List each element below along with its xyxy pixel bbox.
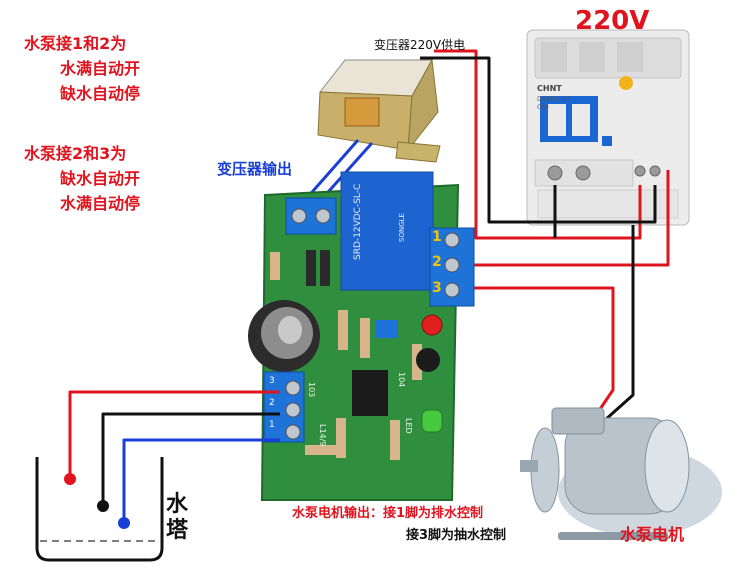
breaker-rating: C63 <box>537 104 549 111</box>
silk-l14-9: L14/9 <box>318 424 327 446</box>
transformer-output-label: 变压器输出 <box>217 160 293 178</box>
relay-terminal-1: 1 <box>432 229 442 245</box>
circuit-breaker <box>526 29 690 226</box>
relay-terminal-2: 2 <box>432 254 442 270</box>
controller-board <box>248 171 475 501</box>
sensor-terminal-2: 2 <box>269 398 275 408</box>
mode2-line3: 水满自动停 <box>60 194 141 213</box>
mode1-line1: 水泵接1和2为 <box>24 34 127 53</box>
mode1-line2: 水满自动开 <box>60 59 141 78</box>
pump-motor <box>520 407 722 540</box>
silk-led: LED <box>404 418 413 434</box>
breaker-brand: CHNT <box>537 84 562 93</box>
sensor-terminal-3: 3 <box>269 376 275 386</box>
silk-104: 104 <box>397 372 406 387</box>
silk-103: 103 <box>307 382 316 397</box>
mode2-line2: 缺水自动开 <box>60 169 141 188</box>
mode1-line3: 缺水自动停 <box>60 84 141 103</box>
pump-label: 水泵电机 <box>620 525 685 544</box>
relay-terminal-3: 3 <box>432 280 442 296</box>
relay-model: SRD-12VDC-SL-C <box>353 184 363 260</box>
pump-output-line1: 水泵电机输出：接1脚为排水控制 <box>292 506 484 521</box>
sensor-terminal-1: 1 <box>269 420 275 430</box>
relay-brand: SONGLE <box>398 213 406 242</box>
mode2-line1: 水泵接2和3为 <box>24 144 127 163</box>
probe-high-dot <box>64 473 76 485</box>
transformer <box>317 58 441 163</box>
pump-output-line2: 接3脚为抽水控制 <box>406 528 507 543</box>
tower-label-bottom: 塔 <box>166 518 189 543</box>
probe-common-dot <box>97 500 109 512</box>
mains-wires <box>420 49 670 422</box>
voltage-label: 220V <box>575 6 650 36</box>
sensor-wires <box>68 390 280 522</box>
breaker-model: DZ47LE-63 <box>537 96 570 103</box>
transformer-supply-label: 变压器220V供电 <box>374 38 466 52</box>
tower-label-top: 水 <box>166 492 189 517</box>
water-tower-tank <box>35 457 164 562</box>
probe-low-dot <box>118 517 130 529</box>
